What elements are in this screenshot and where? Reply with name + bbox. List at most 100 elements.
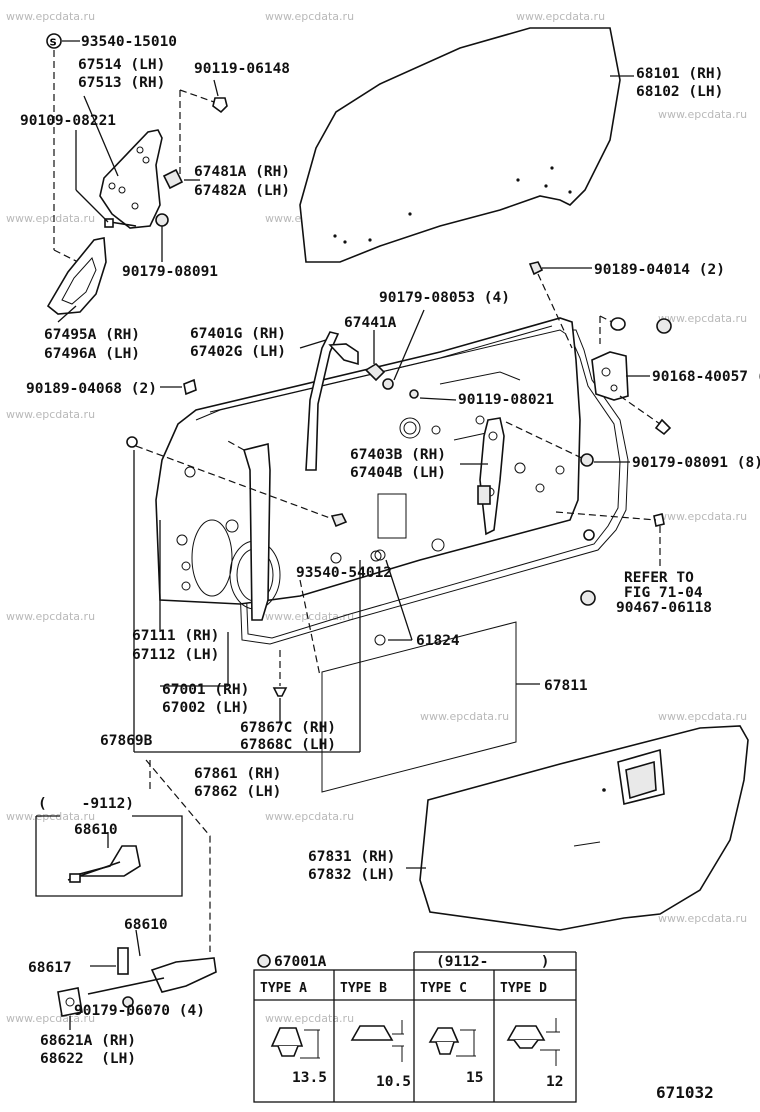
clip-type-size: 15 — [466, 1070, 483, 1086]
part-label: 90179-08091 — [122, 264, 218, 280]
clip-table-range: (9112- ) — [436, 954, 550, 970]
nut-icon — [122, 996, 134, 1008]
watermark: www.epcdata.ru — [658, 312, 747, 325]
part-label: 93540-54012 — [296, 565, 392, 581]
mirror-pad — [162, 168, 184, 190]
clip-icon — [528, 261, 544, 276]
part-label: 90179-08091 (8) — [632, 455, 760, 471]
clip-symbol-icon — [257, 954, 271, 968]
part-labels: 93540-15010 67514 (LH) 67513 (RH) 90119-… — [20, 34, 760, 1102]
part-label: 90189-04014 (2) — [594, 262, 725, 278]
part-label: 67403B (RH) — [350, 447, 446, 463]
check-pin — [117, 947, 129, 975]
door-glass — [299, 27, 621, 263]
seal-leaders — [149, 520, 412, 790]
clip-type-a-icon — [270, 1027, 304, 1047]
nut-icon — [580, 453, 594, 467]
part-label: 90467-06118 — [616, 600, 712, 616]
hole-plug-icon — [580, 590, 596, 606]
clip-type-name: TYPE B — [340, 981, 387, 996]
door-check — [71, 845, 141, 877]
trim-clip-icon — [272, 687, 288, 697]
part-label: 67482A (LH) — [194, 183, 290, 199]
watermark: www.epcdata.ru — [265, 1012, 354, 1025]
watermark: www.epcdata.ru — [658, 710, 747, 723]
seal-symbol-icon — [46, 33, 62, 49]
mirror-bracket-group: S — [46, 33, 228, 323]
door-check-group — [57, 759, 217, 1030]
clip-type-size: 10.5 — [376, 1074, 411, 1090]
figure-number: 671032 — [656, 1083, 714, 1102]
part-label: 68617 — [28, 960, 72, 976]
part-label: 90189-04068 (2) — [26, 381, 157, 397]
part-label: 67862 (LH) — [194, 784, 281, 800]
part-label: 68101 (RH) — [636, 66, 723, 82]
part-label: 67401G (RH) — [190, 326, 286, 342]
clip-type-c-icon — [428, 1027, 460, 1043]
screw-icon — [330, 513, 348, 528]
clip-type-table — [253, 951, 577, 1103]
clip-icon — [126, 436, 138, 448]
regulator-clip — [364, 362, 386, 382]
part-label: 61824 — [416, 633, 460, 649]
grommet-icon — [656, 318, 672, 334]
screw-icon — [212, 97, 228, 114]
grommet-icon — [610, 317, 626, 331]
watermark: www.epcdata.ru — [658, 108, 747, 121]
part-label: 67404B (LH) — [350, 465, 446, 481]
part-label: 67832 (LH) — [308, 867, 395, 883]
part-label: 68622 (LH) — [40, 1051, 136, 1067]
hole-plug-icon — [374, 634, 386, 646]
clip-type-b-icon — [350, 1025, 394, 1041]
part-label: FIG 71-04 — [624, 585, 703, 601]
clip-table-frame — [253, 969, 577, 1103]
stud-icon — [653, 513, 665, 527]
clip-table-part: 67001A — [274, 954, 327, 970]
part-label: 67002 (LH) — [162, 700, 249, 716]
window-regulator — [479, 417, 505, 536]
service-hole-cover-group — [299, 579, 540, 793]
part-label: 67001 (RH) — [162, 682, 249, 698]
door-check-old-group — [35, 815, 183, 897]
watermark: www.epcdata.ru — [658, 912, 747, 925]
clip-type-name: TYPE C — [420, 981, 467, 996]
part-label: 68621A (RH) — [40, 1033, 136, 1049]
part-label: 67441A — [344, 315, 397, 331]
part-label: 90119-06148 — [194, 61, 290, 77]
part-label: 68610 — [124, 917, 168, 933]
part-label: 68102 (LH) — [636, 84, 723, 100]
nut-icon — [382, 378, 394, 390]
screw-icon — [183, 378, 197, 396]
part-label: 67495A (RH) — [44, 327, 140, 343]
nut-icon — [155, 213, 169, 227]
watermark: www.epcdata.ru — [6, 408, 95, 421]
part-label: 67831 (RH) — [308, 849, 395, 865]
part-label: 67868C (LH) — [240, 737, 336, 753]
part-label: 67811 — [544, 678, 588, 694]
run-channel — [305, 331, 340, 471]
clip-type-name: TYPE A — [260, 981, 307, 996]
door-glass-group — [299, 27, 634, 263]
plug-icon — [583, 529, 595, 541]
service-hole-cover — [321, 621, 517, 793]
part-label: 67867C (RH) — [240, 720, 336, 736]
watermark: www.epcdata.ru — [6, 10, 95, 23]
part-label: 68610 — [74, 822, 118, 838]
watermark: www.epcdata.ru — [420, 710, 509, 723]
part-label: 67112 (LH) — [132, 647, 219, 663]
bolt-icon — [104, 218, 114, 228]
watermark: www.epcdata.ru — [6, 1012, 95, 1025]
mirror-bracket — [99, 129, 163, 229]
part-label: ( -9112) — [38, 796, 134, 812]
part-label: 67496A (LH) — [44, 346, 140, 362]
clip-type-name: TYPE D — [500, 981, 547, 996]
watermark: www.epcdata.ru — [265, 10, 354, 23]
part-label: 90119-08021 — [458, 392, 554, 408]
watermark: www.epcdata.ru — [658, 510, 747, 523]
watermark: www.epcdata.ru — [6, 610, 95, 623]
mirror-garnish — [46, 237, 107, 315]
watermark: www.epcdata.ru — [265, 810, 354, 823]
clip-type-d-icon — [506, 1025, 546, 1041]
